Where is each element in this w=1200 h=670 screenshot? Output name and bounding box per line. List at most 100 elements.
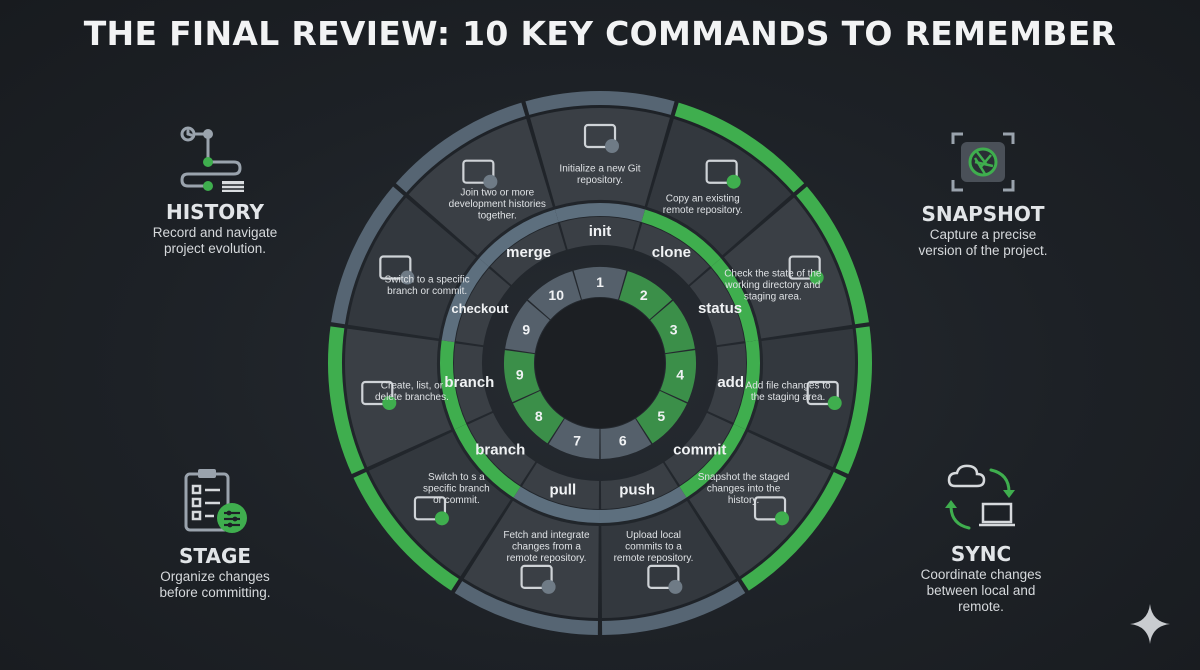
document-check-icon [806,380,842,411]
description-segment [530,107,670,207]
rim-arc [835,326,872,475]
ring-arc [440,340,467,430]
command-number: 6 [619,433,627,449]
command-number: 5 [657,408,665,424]
number-segment [527,271,581,320]
cloud-download-icon [413,496,449,526]
history-desc: Record and navigate project evolution. [152,225,278,256]
files-magnifier-icon [788,255,824,285]
label-segment [454,343,493,423]
ring-arc [513,486,600,523]
label-segment [689,268,745,346]
rim-arc [353,472,459,591]
label-segment [490,223,566,286]
ring-arc [711,258,759,343]
sync-desc: Coordinate changes between local and rem… [920,567,1042,614]
cloud-upload-laptop-icon [647,564,683,594]
description-segment [724,197,853,339]
number-segment [504,350,540,403]
rim-arc [395,102,526,193]
merge-arrows-icon [462,159,498,189]
label-segment [467,412,536,486]
wheel-center [535,298,665,428]
sync-title: SYNC [950,542,1012,566]
branch-split-icon [361,380,397,411]
command-number: 10 [548,287,564,303]
label-segment [600,462,678,509]
rim-arc [331,186,404,325]
command-number: 9 [516,367,524,383]
command-label: init [589,223,612,240]
history-timeline-icon [180,126,244,192]
ring-arc [454,424,521,498]
snapshot-title: SNAPSHOT [921,202,1045,226]
description-segment [647,118,792,256]
rim-arc [796,186,869,325]
command-label: branch [444,374,494,391]
command-label: checkout [451,301,509,316]
camera-shutter-icon [951,132,1015,192]
sync-block: SYNC Coordinate changes between local an… [906,460,1056,615]
command-label: branch [475,441,525,458]
ring-arc [733,340,760,430]
label-segment [664,412,733,486]
number-segment [650,300,695,354]
description-segment [689,431,832,577]
description-segment [601,500,737,618]
cloud-download-laptop-icon [705,159,741,189]
rim-arc [602,581,746,635]
command-label: commit [673,441,726,458]
number-segment [600,418,652,459]
number-segment [548,418,600,459]
label-segment [522,462,600,509]
number-segment [505,300,550,354]
command-label: merge [506,244,551,261]
command-number: 3 [670,321,678,337]
command-label: pull [549,482,576,499]
branch-cursor-icon [379,255,415,285]
label-segment [455,268,511,346]
snapshot-desc: Capture a precise version of the project… [918,227,1048,258]
command-label: clone [652,244,691,261]
description-segment [463,500,599,618]
cloud-sync-icon [945,464,1015,530]
command-label: push [619,482,655,499]
ring-arc [554,203,646,222]
description-segment [347,197,476,339]
rim-arc [674,102,805,193]
rim-arc [454,581,598,635]
rim-arc [741,472,847,591]
command-number: 4 [676,367,684,383]
folder-plus-icon [583,123,620,153]
command-label: add [717,374,744,391]
command-number: 1 [596,274,604,290]
number-segment [636,390,688,444]
history-title: HISTORY [165,200,265,224]
label-segment [634,223,710,286]
rim-arc [328,326,365,475]
ring-arc [679,424,746,498]
cloud-download-laptop-icon [520,564,556,594]
ring-arc [641,209,721,267]
rim-arc [525,91,675,115]
